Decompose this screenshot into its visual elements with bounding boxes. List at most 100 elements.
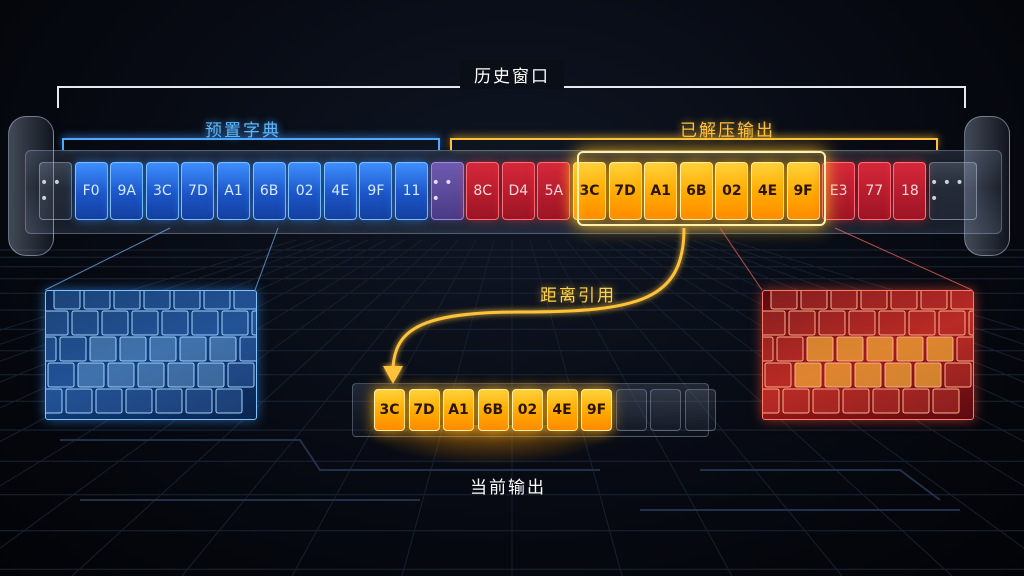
- cube-5: [920, 291, 948, 310]
- cube-13: [908, 310, 936, 336]
- cube-10: [101, 310, 129, 336]
- cube-3: [860, 291, 888, 310]
- window-byte-cell-23: 77: [857, 162, 891, 220]
- history-window-bracket: [57, 86, 966, 108]
- cube-6: [950, 291, 973, 310]
- current-byte-cell-0: 3C: [374, 389, 405, 431]
- dictionary-detail-inset: [45, 290, 257, 420]
- cube-27: [824, 362, 852, 388]
- cube-37: [872, 388, 900, 414]
- cube-29: [167, 362, 195, 388]
- window-byte-cell-4: 7D: [181, 162, 215, 220]
- cube-4: [890, 291, 918, 310]
- cube-21: [896, 336, 924, 362]
- window-byte-cell-5: A1: [217, 162, 250, 220]
- cube-26: [77, 362, 105, 388]
- window-byte-cell-25: • • • •: [929, 162, 977, 220]
- cube-1: [800, 291, 828, 310]
- window-byte-cell-24: 18: [893, 162, 927, 220]
- window-byte-cell-2: 9A: [110, 162, 144, 220]
- decompressed-output-bracket: [450, 138, 938, 150]
- cube-39: [932, 388, 960, 414]
- cube-15: [968, 310, 973, 336]
- cube-36: [842, 388, 870, 414]
- cube-18: [89, 336, 117, 362]
- window-byte-cell-21: 9F: [786, 162, 820, 220]
- window-byte-cell-1: F0: [74, 162, 108, 220]
- current-byte-cell-2: A1: [443, 389, 474, 431]
- cube-5: [203, 291, 231, 310]
- cube-3: [143, 291, 171, 310]
- cube-19: [119, 336, 147, 362]
- cube-14: [221, 310, 249, 336]
- cube-21: [179, 336, 207, 362]
- cube-30: [914, 362, 942, 388]
- cube-17: [59, 336, 87, 362]
- distance-reference-label: 距离引用: [540, 286, 616, 306]
- window-byte-cell-19: 02: [715, 162, 749, 220]
- cube-38: [185, 388, 213, 414]
- cube-33: [46, 388, 63, 414]
- current-byte-cell-8: [650, 389, 681, 431]
- cube-2: [830, 291, 858, 310]
- cube-39: [215, 388, 243, 414]
- window-byte-cell-17: A1: [644, 162, 678, 220]
- output-detail-inset: [762, 290, 974, 420]
- cube-23: [956, 336, 973, 362]
- cube-10: [818, 310, 846, 336]
- preset-dictionary-label: 预置字典: [205, 121, 281, 141]
- cube-25: [47, 362, 75, 388]
- window-byte-cell-3: 3C: [145, 162, 179, 220]
- cube-9: [71, 310, 99, 336]
- circuit-trace-1: [700, 469, 941, 501]
- cube-22: [209, 336, 237, 362]
- cube-2: [113, 291, 141, 310]
- current-byte-cell-4: 02: [512, 389, 543, 431]
- current-output-glow: [360, 425, 620, 465]
- history-window-label: 历史窗口: [460, 60, 564, 89]
- window-byte-cell-11: • • •: [430, 162, 464, 220]
- cube-12: [161, 310, 189, 336]
- window-byte-cell-10: 11: [395, 162, 428, 220]
- window-byte-cell-8: 4E: [323, 162, 357, 220]
- cube-11: [131, 310, 159, 336]
- cube-18: [806, 336, 834, 362]
- cube-16: [763, 336, 774, 362]
- cube-28: [137, 362, 165, 388]
- window-byte-cell-9: 9F: [359, 162, 393, 220]
- current-byte-cell-9: [684, 389, 716, 431]
- cube-31: [227, 362, 255, 388]
- preset-dictionary-bracket: [62, 138, 440, 150]
- cube-35: [812, 388, 840, 414]
- cube-17: [776, 336, 804, 362]
- circuit-trace-0: [60, 439, 600, 471]
- cube-23: [239, 336, 256, 362]
- cube-27: [107, 362, 135, 388]
- cube-8: [46, 310, 69, 336]
- cube-33: [763, 388, 780, 414]
- cube-36: [125, 388, 153, 414]
- cube-15: [251, 310, 256, 336]
- cube-0: [770, 291, 798, 310]
- cube-4: [173, 291, 201, 310]
- cube-20: [866, 336, 894, 362]
- window-byte-cell-6: 6B: [252, 162, 286, 220]
- cube-37: [155, 388, 183, 414]
- cube-13: [191, 310, 219, 336]
- window-byte-cell-7: 02: [288, 162, 322, 220]
- cube-38: [902, 388, 930, 414]
- cube-34: [782, 388, 810, 414]
- window-byte-cell-12: 8C: [466, 162, 500, 220]
- window-byte-cell-14: 5A: [537, 162, 571, 220]
- cube-1: [83, 291, 111, 310]
- matched-sequence-highlight: [577, 151, 826, 226]
- cube-0: [53, 291, 81, 310]
- cube-8: [763, 310, 786, 336]
- cube-14: [938, 310, 966, 336]
- dictionary-cube-grid: [46, 291, 256, 414]
- cube-30: [197, 362, 225, 388]
- cube-26: [794, 362, 822, 388]
- current-byte-cell-6: 9F: [581, 389, 612, 431]
- cube-12: [878, 310, 906, 336]
